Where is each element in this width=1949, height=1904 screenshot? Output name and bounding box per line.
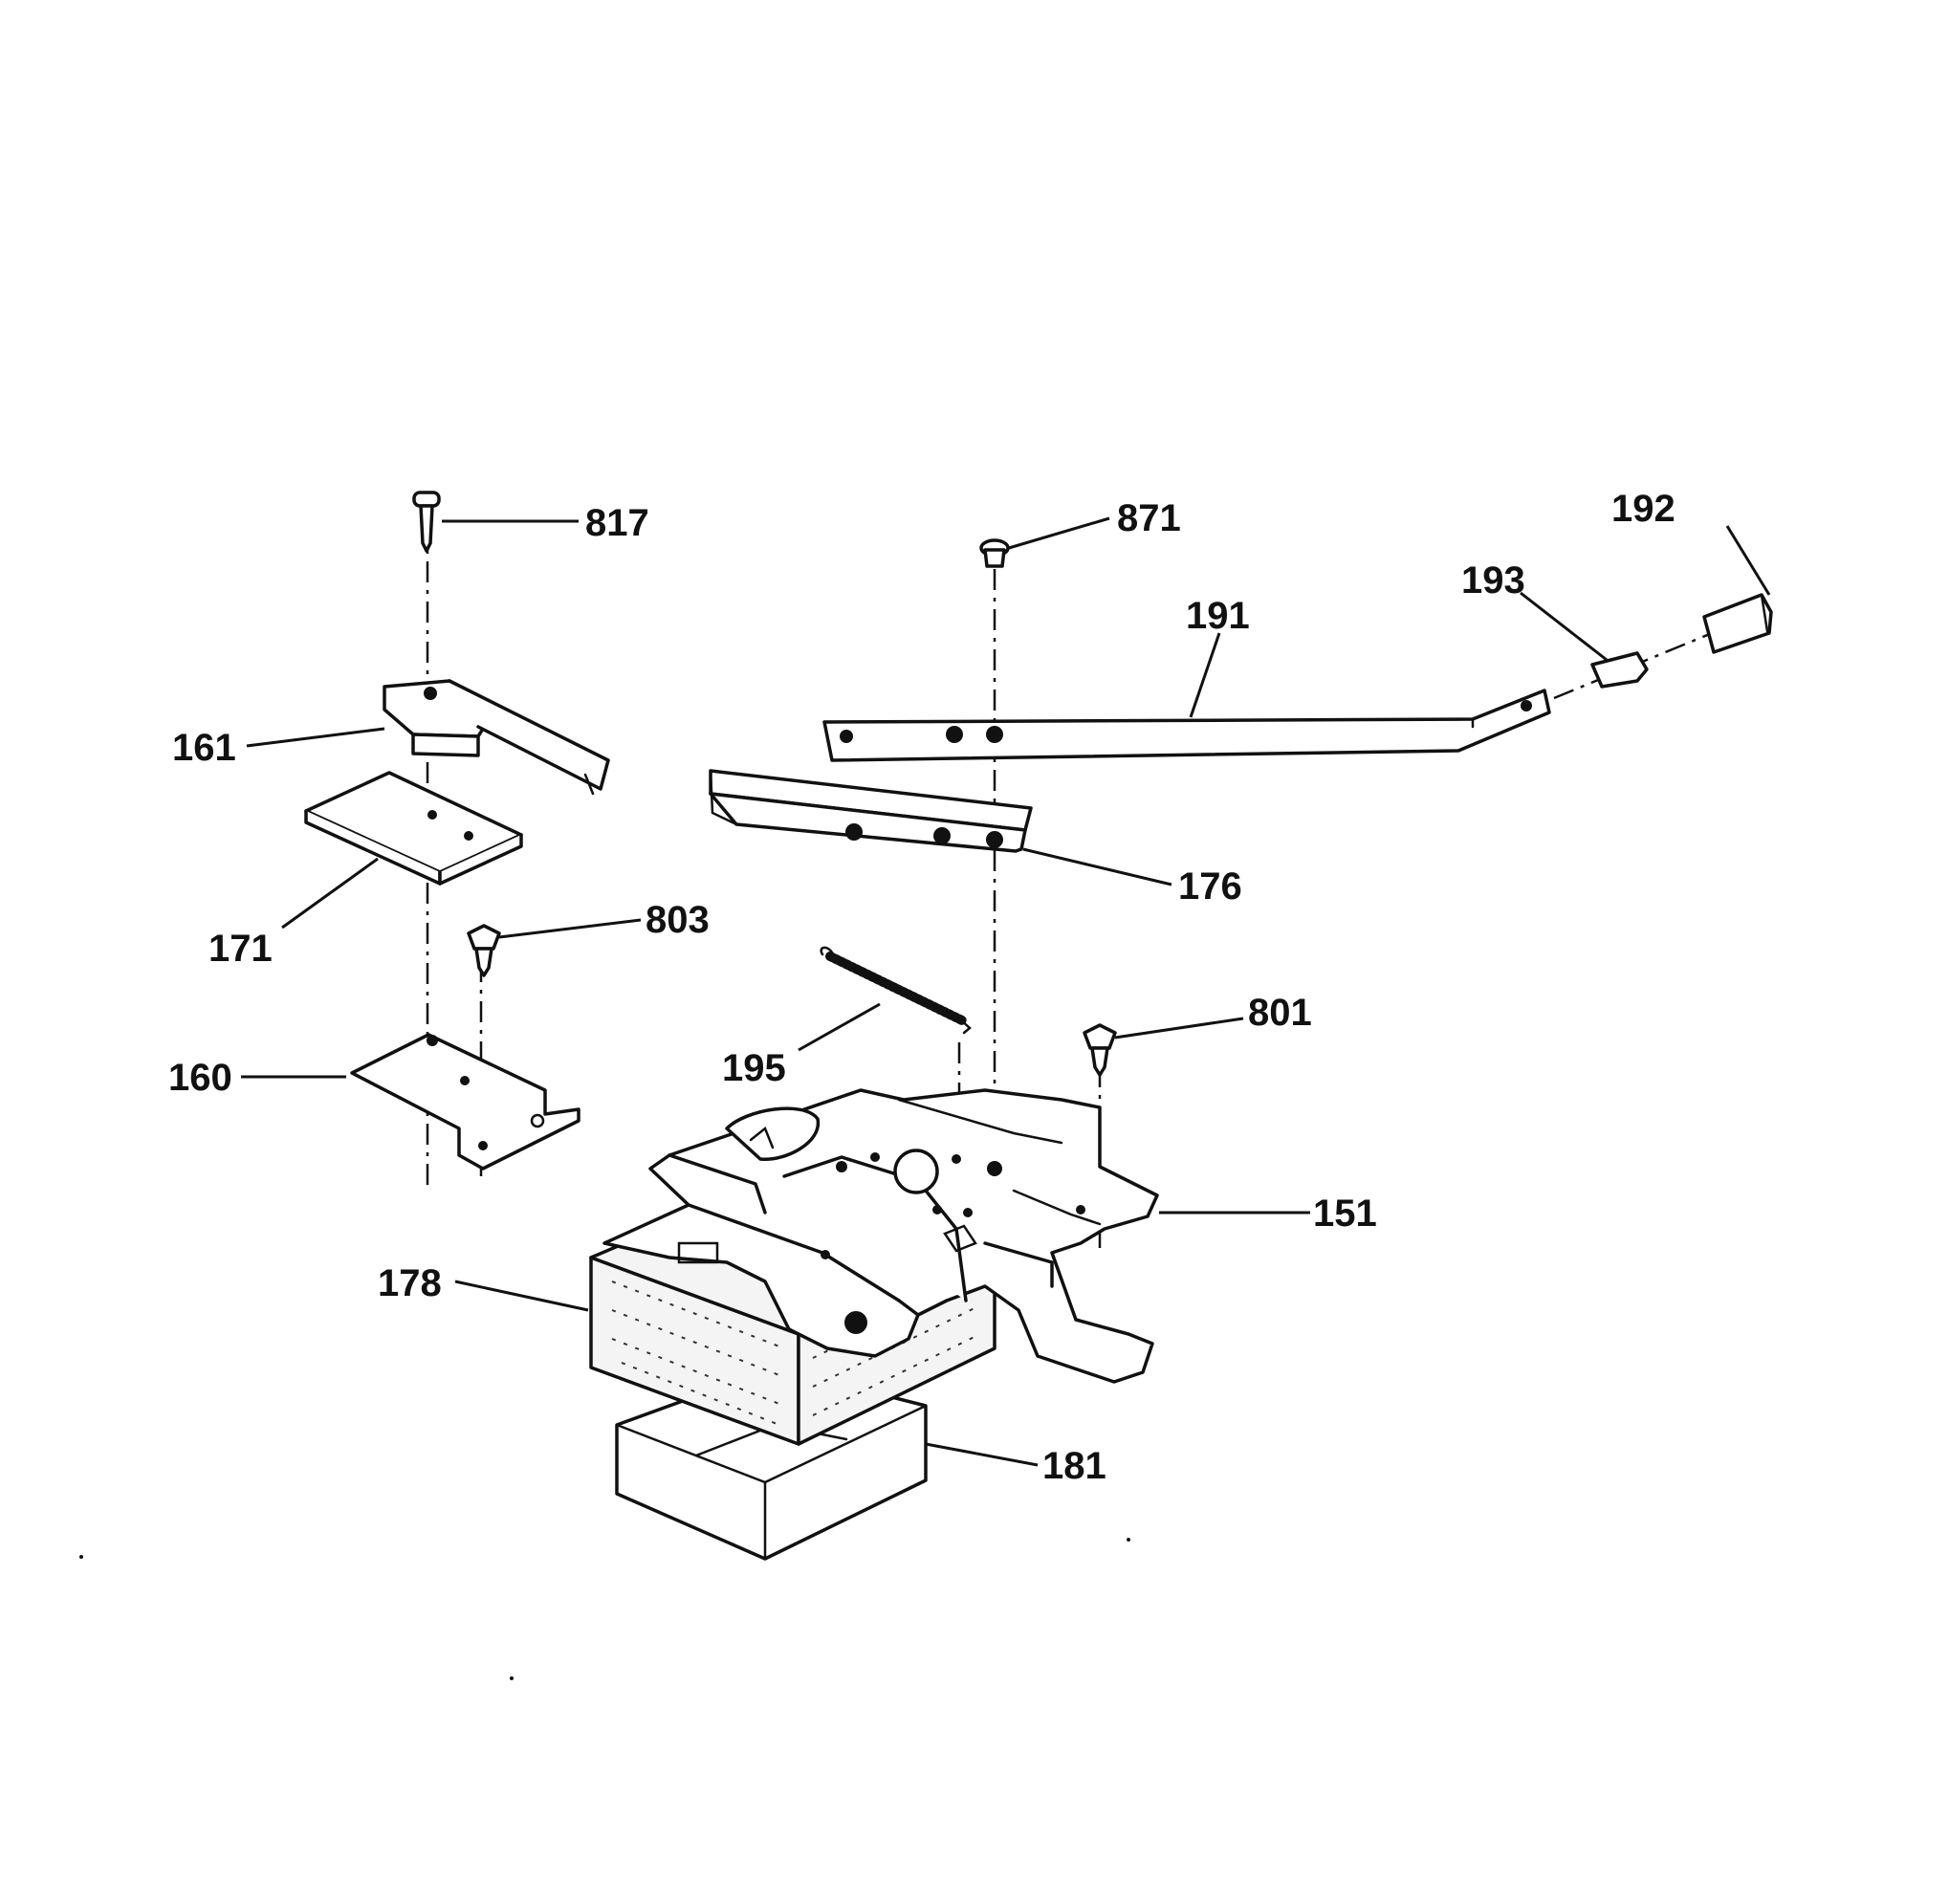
callout-195: 195 bbox=[722, 1047, 786, 1089]
part-191-lever bbox=[822, 689, 1551, 762]
callout-160: 160 bbox=[168, 1057, 232, 1099]
callout-871: 871 bbox=[1117, 497, 1181, 539]
callout-161: 161 bbox=[172, 727, 236, 769]
callout-191: 191 bbox=[1186, 595, 1250, 637]
part-192-cap bbox=[1702, 593, 1773, 654]
part-161-switch bbox=[383, 679, 610, 796]
callout-193: 193 bbox=[1461, 559, 1525, 602]
part-817-screw bbox=[412, 491, 441, 553]
callout-803: 803 bbox=[646, 899, 710, 941]
callout-labels: 817 871 192 193 191 161 176 171 803 801 … bbox=[168, 488, 1675, 1487]
callout-192: 192 bbox=[1611, 488, 1675, 530]
part-803-screw bbox=[467, 924, 501, 977]
part-176-bracket bbox=[709, 769, 1033, 853]
part-193-clip bbox=[1590, 651, 1649, 689]
callout-801: 801 bbox=[1248, 992, 1312, 1034]
part-160-bracket bbox=[350, 1033, 580, 1171]
callout-181: 181 bbox=[1042, 1445, 1106, 1487]
callout-171: 171 bbox=[208, 928, 273, 970]
part-171-insulator bbox=[304, 771, 523, 886]
part-871-rivet bbox=[979, 538, 1010, 568]
part-195-spring bbox=[820, 946, 972, 1035]
leader-lines bbox=[241, 516, 1771, 1467]
callout-817: 817 bbox=[585, 502, 649, 544]
callout-176: 176 bbox=[1178, 865, 1242, 908]
callout-151: 151 bbox=[1313, 1193, 1377, 1235]
part-801-screw bbox=[1083, 1023, 1117, 1077]
callout-178: 178 bbox=[378, 1262, 442, 1304]
part-151-latch-plate bbox=[602, 1088, 1159, 1384]
print-specks bbox=[79, 1538, 1130, 1680]
